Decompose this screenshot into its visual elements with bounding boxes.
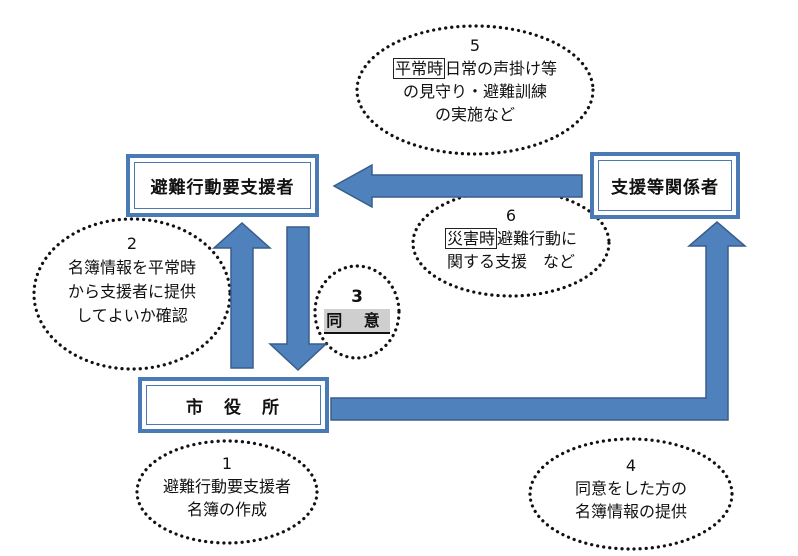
step-4-line1: 同意をした方の bbox=[574, 479, 687, 498]
step-5-framed-term: 平常時 bbox=[392, 58, 445, 79]
step-1-number: 1 bbox=[221, 454, 233, 473]
node-city-office: 市 役 所 bbox=[138, 377, 329, 433]
step-2-line1: 名簿情報を平常時 bbox=[67, 258, 196, 277]
step-5-line2: の見守り・避難訓練 bbox=[402, 82, 547, 101]
bubble-6 bbox=[411, 188, 611, 298]
node-city-office-label: 市 役 所 bbox=[186, 397, 281, 418]
node-needs-support: 避難行動要支援者 bbox=[126, 154, 319, 217]
step-1-text: 1 避難行動要支援者 名簿の作成 bbox=[142, 452, 312, 521]
step-6-text: 6 災害時避難行動に 関する支援 など bbox=[421, 204, 601, 273]
bubble-2 bbox=[32, 217, 232, 371]
step-1-line1: 避難行動要支援者 bbox=[162, 477, 291, 496]
node-inner-border bbox=[146, 385, 321, 425]
step-6-framed-term: 災害時 bbox=[444, 228, 497, 249]
step-4-number: 4 bbox=[625, 456, 637, 475]
step-3-text: 3 同 意 bbox=[322, 286, 392, 334]
step-5-number: 5 bbox=[469, 36, 481, 55]
step-2-text: 2 名簿情報を平常時 から支援者に提供 してよいか確認 bbox=[42, 232, 222, 328]
arrow-up-to-needs-support bbox=[212, 221, 272, 369]
step-1-line2: 名簿の作成 bbox=[186, 500, 267, 519]
arrow-down-to-city-office bbox=[268, 226, 328, 372]
bubble-4 bbox=[528, 437, 734, 551]
step-5-line1-rest: 日常の声掛け等 bbox=[445, 59, 558, 78]
bubble-5 bbox=[355, 24, 595, 156]
node-inner-border bbox=[134, 162, 311, 209]
step-2-number: 2 bbox=[126, 234, 138, 253]
step-5-text: 5 平常時日常の声掛け等 の見守り・避難訓練 の実施など bbox=[375, 34, 575, 126]
step-6-line1-rest: 避難行動に bbox=[497, 229, 578, 248]
node-supporters: 支援等関係者 bbox=[590, 152, 740, 219]
arrow-to-supporters bbox=[330, 221, 748, 421]
step-3-number: 3 bbox=[351, 287, 363, 307]
node-supporters-label: 支援等関係者 bbox=[611, 178, 719, 198]
step-6-line1: 災害時避難行動に bbox=[444, 228, 578, 249]
step-2-line3: してよいか確認 bbox=[76, 306, 188, 325]
step-6-line2: 関する支援 など bbox=[446, 252, 575, 271]
step-3-agreement-label: 同 意 bbox=[324, 309, 390, 334]
step-4-text: 4 同意をした方の 名簿情報の提供 bbox=[546, 454, 716, 523]
step-5-line1: 平常時日常の声掛け等 bbox=[392, 58, 558, 79]
bubble-1 bbox=[135, 439, 319, 545]
step-2-line2: から支援者に提供 bbox=[67, 282, 196, 301]
node-needs-support-label: 避難行動要支援者 bbox=[150, 178, 295, 198]
bubble-3 bbox=[313, 264, 401, 360]
step-6-number: 6 bbox=[505, 206, 517, 225]
step-4-line2: 名簿情報の提供 bbox=[574, 502, 687, 521]
step-5-line3: の実施など bbox=[434, 105, 515, 124]
arrow-to-needs-support bbox=[332, 163, 583, 209]
node-inner-border bbox=[598, 160, 732, 211]
